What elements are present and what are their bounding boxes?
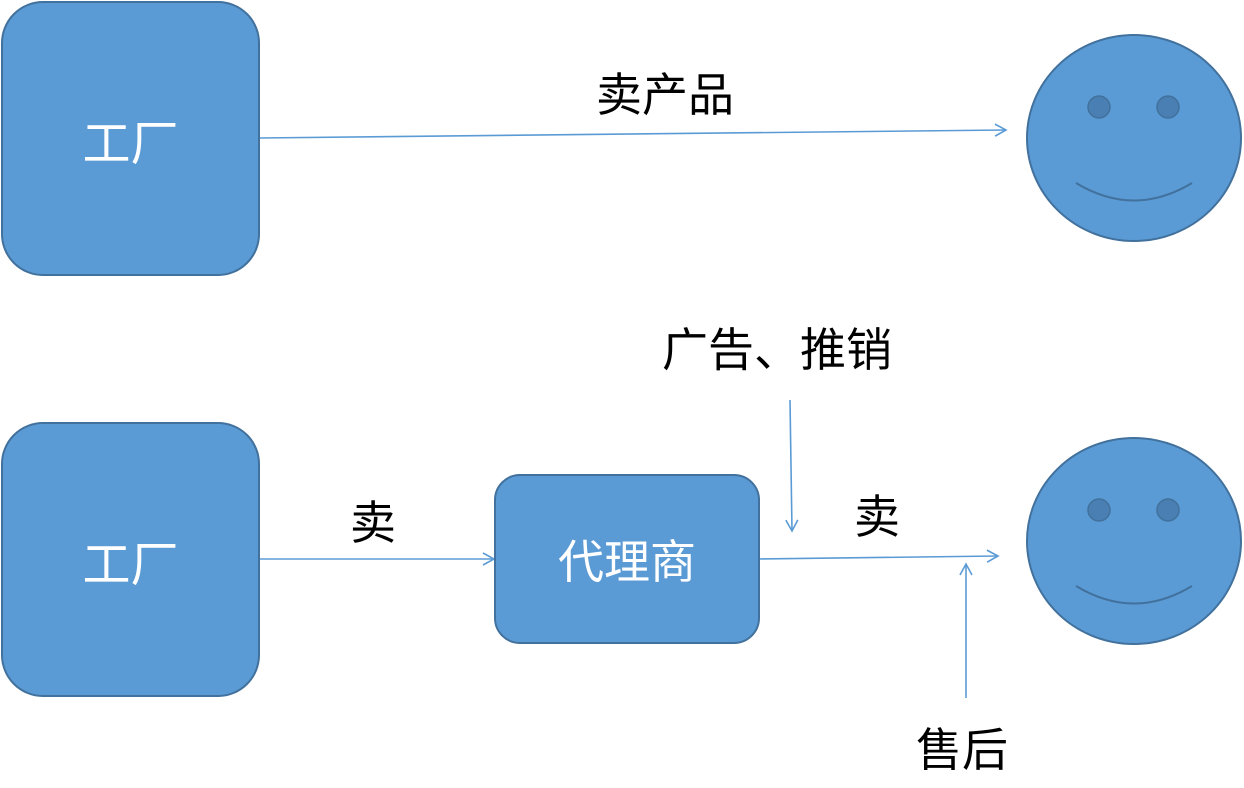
smiley-mouth [1075, 585, 1193, 605]
after-sales-label: 售后 [916, 723, 1008, 777]
smiley-eye-left [1087, 95, 1111, 119]
factory-label-bottom: 工厂 [82, 536, 179, 593]
smiley-eye-left [1087, 498, 1111, 522]
advertising-label: 广告、推销 [662, 323, 892, 377]
edge-label-sell-product: 卖产品 [596, 68, 734, 122]
customer-smiley-bottom [1026, 437, 1242, 645]
factory-box-bottom: 工厂 [1, 422, 260, 697]
agent-box: 代理商 [494, 474, 760, 644]
smiley-mouth [1075, 182, 1193, 202]
arrow-factory-to-customer-top [258, 123, 1008, 139]
edge-label-sell-2: 卖 [854, 490, 900, 544]
edge-label-sell-1: 卖 [350, 496, 396, 550]
arrow-agent-to-customer [759, 549, 1000, 563]
agent-label: 代理商 [558, 535, 696, 589]
smiley-eye-right [1156, 95, 1180, 119]
customer-smiley-top [1026, 34, 1242, 242]
smiley-face [1026, 34, 1242, 242]
smiley-face [1026, 437, 1242, 645]
factory-label-top: 工厂 [82, 115, 179, 172]
arrow-advertising-down [785, 399, 799, 533]
smiley-eye-right [1156, 498, 1180, 522]
factory-box-top: 工厂 [1, 1, 260, 276]
